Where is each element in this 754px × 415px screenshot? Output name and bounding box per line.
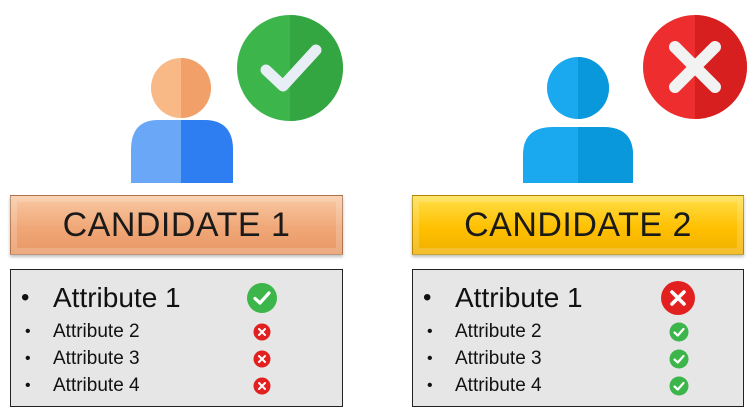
list-item: • Attribute 4 xyxy=(413,374,743,398)
check-circle-icon xyxy=(247,283,277,313)
candidate-2-attribute-list: • Attribute 1 • Attribute 2 • Attribute … xyxy=(412,269,744,407)
bullet: • xyxy=(427,350,433,367)
list-item: • Attribute 1 xyxy=(11,280,342,316)
bullet: • xyxy=(21,284,30,311)
x-circle-icon xyxy=(661,281,695,315)
candidate-2-title: CANDIDATE 2 xyxy=(412,195,744,255)
check-circle-icon xyxy=(669,376,689,396)
bullet: • xyxy=(25,350,31,367)
candidate-1-title: CANDIDATE 1 xyxy=(10,195,343,255)
check-circle-icon xyxy=(669,349,689,369)
attribute-label: Attribute 3 xyxy=(53,348,140,369)
x-circle-icon xyxy=(253,350,271,368)
candidate-1-attribute-list: • Attribute 1 • Attribute 2 • Attribute … xyxy=(10,269,343,407)
candidate-1-title-text: CANDIDATE 1 xyxy=(62,205,291,244)
person-icon-candidate-1 xyxy=(131,58,233,183)
list-item: • Attribute 2 xyxy=(11,320,342,344)
list-item: • Attribute 1 xyxy=(413,280,743,316)
list-item: • Attribute 2 xyxy=(413,320,743,344)
list-item: • Attribute 3 xyxy=(11,347,342,371)
attribute-label: Attribute 1 xyxy=(455,282,583,313)
bullet: • xyxy=(427,323,433,340)
check-circle-icon xyxy=(669,322,689,342)
bullet: • xyxy=(427,377,433,394)
attribute-label: Attribute 2 xyxy=(53,321,140,342)
attribute-label: Attribute 3 xyxy=(455,348,542,369)
person-icon-candidate-2 xyxy=(523,57,633,183)
x-circle-icon xyxy=(253,377,271,395)
x-circle-icon xyxy=(253,323,271,341)
list-item: • Attribute 4 xyxy=(11,374,342,398)
bullet: • xyxy=(25,323,31,340)
attribute-label: Attribute 4 xyxy=(53,375,140,396)
check-circle-icon xyxy=(237,15,343,121)
bullet: • xyxy=(423,284,432,311)
bullet: • xyxy=(25,377,31,394)
candidate-2-title-text: CANDIDATE 2 xyxy=(464,205,692,244)
attribute-label: Attribute 2 xyxy=(455,321,542,342)
attribute-label: Attribute 4 xyxy=(455,375,542,396)
attribute-label: Attribute 1 xyxy=(53,282,181,313)
x-circle-icon xyxy=(643,15,747,119)
list-item: • Attribute 3 xyxy=(413,347,743,371)
